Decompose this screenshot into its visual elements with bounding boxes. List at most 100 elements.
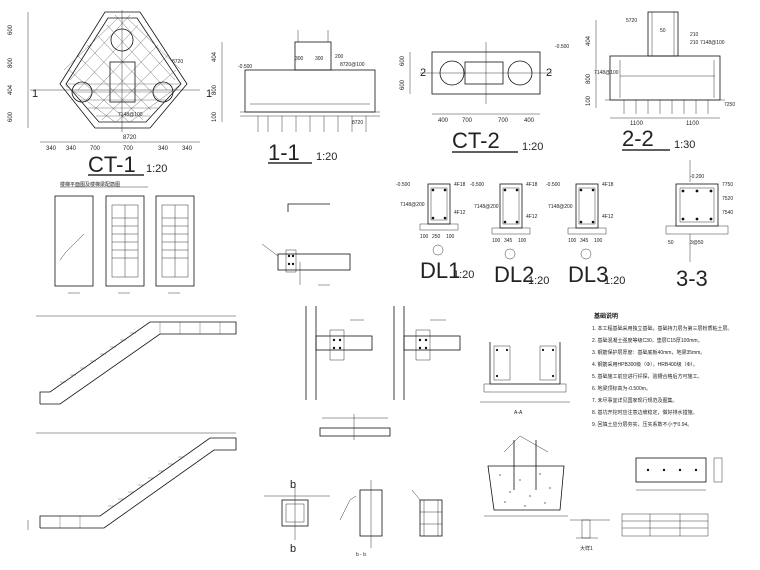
- beam-dl1: -0.500 4F18 4F12 7148@200 100 250 100 DL…: [396, 182, 474, 283]
- ct1-dim-left-0: 600: [8, 24, 14, 35]
- s11-rebar: 8720@100: [340, 62, 365, 68]
- base-plate-detail: [411, 489, 443, 537]
- dl2-rebar-0: 4F18: [526, 182, 538, 188]
- ct1-dim-b0: 340: [46, 146, 57, 152]
- dl2-rebar-1: 4F12: [526, 214, 538, 220]
- section-bb: b - b: [356, 552, 366, 558]
- ct1-cut-mark-right: 1: [206, 88, 212, 100]
- s22-top-1: 50: [660, 28, 666, 34]
- ct1-rebar-label: 8720: [172, 59, 183, 65]
- ct1-dim-b2: 700: [90, 146, 101, 152]
- s11-dim-0: 300: [295, 56, 304, 62]
- s11-dim-left-1: 800: [212, 84, 218, 95]
- s22-dim-left-1: 800: [586, 73, 592, 84]
- dl3-scale: 1:20: [604, 275, 625, 287]
- ct1-dim-b5: 340: [182, 146, 193, 152]
- dl1-level: -0.500: [396, 182, 410, 188]
- stair-note: 楼梯平面图及楼梯梁配筋图: [60, 181, 120, 188]
- ct1-cut-mark-left: 1: [32, 88, 38, 100]
- s11-dim-left-2: 100: [212, 111, 218, 122]
- note-line-8: 9. 回填土应分层夯实，压实系数不小于0.94。: [592, 421, 692, 428]
- dl3-dim-0: 100: [568, 238, 577, 244]
- dl3-rebar-1: 4F12: [602, 214, 614, 220]
- detail-1-label: 大样1: [580, 545, 593, 552]
- cap-ct1-plan: 600 800 404 600 1 1 8720 7148@100 8720 3…: [8, 10, 212, 177]
- dl3-rebar-2: 7148@200: [548, 204, 573, 210]
- beam-dl2: -0.500 4F18 4F12 7148@200 100 345 100 DL…: [470, 182, 549, 287]
- s11-scale: 1:20: [316, 151, 337, 163]
- cut-b-top: b: [290, 479, 296, 491]
- anchor-detail-bb: b b b - b: [264, 479, 383, 558]
- dl1-rebar-0: 4F18: [454, 182, 466, 188]
- section-3-3: -0.200 7750 7520 7540 50 3@50 3-3: [665, 160, 733, 291]
- section-2-2: 404 800 100 5720 50 210 210 7148@100 714…: [586, 11, 735, 151]
- ct2-dim-left-0: 600: [400, 55, 406, 66]
- s22-rebar-bottom: 7250: [724, 102, 735, 108]
- dl2-dim-0: 100: [492, 238, 501, 244]
- note-line-6: 7. 未尽事宜详见国家现行规范及图集。: [592, 397, 678, 404]
- s22-dim-0: 1100: [630, 121, 644, 127]
- s22-dim-1: 1100: [686, 121, 700, 127]
- s22-top-2: 210: [690, 32, 699, 38]
- ct2-dim-2: 700: [498, 118, 509, 124]
- dl2-level: -0.500: [470, 182, 484, 188]
- section-1-1: 404 800 100 -0.500 300 300 200 8720@100 …: [212, 30, 380, 165]
- s22-top-0: 5720: [626, 18, 637, 24]
- ct2-dim-3: 400: [524, 118, 535, 124]
- dl1-dim-2: 100: [446, 234, 455, 240]
- dl2-scale: 1:20: [528, 275, 549, 287]
- ct2-dim-left-1: 600: [400, 79, 406, 90]
- s33-title: 3-3: [676, 266, 708, 291]
- ct1-title: CT-1: [88, 152, 136, 177]
- s33-rebar-1: 7520: [722, 196, 733, 202]
- detail-a-label: A-A: [514, 410, 523, 416]
- ct2-cut-right: 2: [546, 67, 552, 79]
- ct1-dim-b1: 340: [66, 146, 77, 152]
- ct2-dim-0: 400: [438, 118, 449, 124]
- dl3-dim-1: 345: [580, 238, 589, 244]
- beam-dl3: -0.500 4F18 4F12 7148@200 100 345 100 DL…: [546, 182, 625, 287]
- ct1-dim-b3: 700: [123, 146, 134, 152]
- s22-scale: 1:30: [674, 139, 695, 151]
- ct2-scale: 1:20: [522, 141, 543, 153]
- notes-block: 基础说明 1. 本工程基础采用独立基础，基础持力层为第三层粉质粘土层。 2. 基…: [592, 312, 733, 428]
- s33-dim-1: 3@50: [690, 240, 704, 246]
- column-joint-2: [393, 306, 461, 400]
- s11-dim-bottom: 8720: [352, 120, 363, 126]
- dl3-title: DL3: [568, 262, 608, 287]
- s11-dim-2: 200: [335, 54, 344, 60]
- dl1-rebar-1: 4F12: [454, 210, 466, 216]
- ground-beam-detail: A-A: [480, 342, 570, 416]
- s11-title: 1-1: [268, 140, 300, 165]
- ct1-dim-left-2: 404: [8, 84, 14, 95]
- embedded-plate-detail: [621, 457, 723, 537]
- steel-connection-1: [261, 203, 351, 286]
- dl1-scale: 1:20: [453, 269, 474, 281]
- ct1-scale: 1:20: [146, 163, 167, 175]
- ct2-dim-1: 700: [462, 118, 473, 124]
- cut-b-bottom: b: [290, 543, 296, 555]
- detail-1: 大样1: [570, 519, 610, 552]
- notes-title: 基础说明: [593, 312, 618, 320]
- dl2-rebar-2: 7148@200: [474, 204, 499, 210]
- note-line-2: 3. 钢筋保护层厚度：基础底板40mm，地梁35mm。: [592, 349, 705, 356]
- ct2-cut-left: 2: [420, 67, 426, 79]
- cap-ct2-plan: 2 2 -0.500 600 600 400 700 700 400 CT-2 …: [400, 42, 569, 153]
- note-line-5: 6. 地梁顶标高为-0.500m。: [592, 385, 651, 392]
- s22-rebar: 7148@100: [700, 40, 725, 46]
- beam-section-small: [319, 414, 391, 440]
- ct1-dim-total: 8720: [123, 135, 137, 141]
- dl1-dim-0: 100: [420, 234, 429, 240]
- s33-rebar-2: 7540: [722, 210, 733, 216]
- note-line-3: 4. 钢筋采用HPB300级（Φ），HRB400级（Φ）。: [592, 361, 698, 368]
- note-line-7: 8. 基坑开挖时应注意边坡稳定，做好排水措施。: [592, 409, 698, 416]
- s22-title: 2-2: [622, 126, 654, 151]
- s22-dim-left-0: 404: [586, 35, 592, 46]
- note-line-4: 5. 基础施工前应进行钎探，验槽合格后方可施工。: [592, 373, 703, 380]
- dl2-title: DL2: [494, 262, 534, 287]
- s33-rebar-0: 7750: [722, 182, 733, 188]
- ct2-level: -0.500: [555, 44, 569, 50]
- dl2-dim-2: 100: [518, 238, 527, 244]
- s33-level: -0.200: [690, 174, 704, 180]
